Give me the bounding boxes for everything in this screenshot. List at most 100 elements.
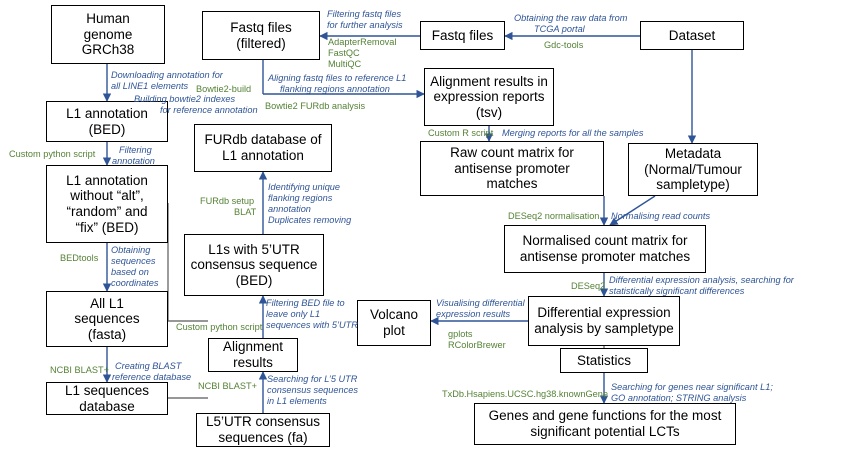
box-text: L1s with 5’UTR — [208, 241, 300, 257]
tool-text: NCBI BLAST+ — [50, 365, 109, 375]
tool-custom-python-2: Custom python script — [176, 322, 262, 333]
annotation-text: in L1 elements — [267, 395, 327, 406]
l1-sequences-db-box: L1 sequences database — [46, 382, 168, 415]
tool-text: Custom R script — [428, 128, 494, 138]
annotation-building-bowtie2: Building bowtie2 indexes for reference a… — [110, 94, 258, 116]
box-text: results — [233, 355, 273, 370]
annotation-text: Obtaining the raw data from — [514, 13, 628, 23]
annotation-text: Identifying unique — [268, 182, 341, 192]
tool-text: BLAT — [234, 206, 257, 217]
tool-text: BEDtools — [60, 253, 99, 263]
box-text: Normalised count matrix for — [522, 233, 688, 249]
annotation-text: Duplicates removing — [268, 214, 352, 225]
annotation-text: annotation — [268, 203, 311, 214]
box-text: (BED) — [88, 121, 126, 137]
genes-functions-box: Genes and gene functions for the most si… — [474, 403, 736, 445]
tool-text: Gdc-tools — [544, 40, 584, 50]
alignment-reports-box: Alignment results in expression reports … — [424, 68, 554, 126]
annotation-creating-blast: Creating BLAST reference database — [112, 361, 191, 383]
tool-text: Custom python script — [9, 149, 96, 159]
tool-text: AdapterRemoval — [328, 37, 397, 47]
box-text: Dataset — [668, 27, 716, 43]
box-text: FURdb database of — [204, 132, 322, 148]
annotation-text: Filtering fastq files — [327, 9, 402, 19]
box-text: Alignment results in — [430, 73, 548, 89]
annotation-text: Creating BLAST — [115, 361, 182, 371]
annotation-text: Differential expression analysis, search… — [609, 275, 794, 285]
box-text: Human — [86, 11, 130, 27]
box-text: (fasta) — [87, 326, 127, 342]
box-text: L1 annotation — [222, 148, 304, 163]
annotation-text: coordinates — [111, 277, 159, 288]
tool-bedtools: BEDtools — [60, 253, 98, 264]
box-text: antisense promoter — [454, 160, 570, 176]
box-text: plot — [383, 323, 405, 338]
box-text: antisense promoter matches — [519, 249, 691, 264]
annotation-text: Searching for genes near significant L1; — [611, 382, 773, 392]
normalised-matrix-box: Normalised count matrix for antisense pr… — [504, 225, 706, 273]
tool-ncbi-blast-2: NCBI BLAST+ — [198, 381, 257, 392]
box-text: sequences (fa) — [218, 430, 308, 445]
differential-expression-box: Differential expression analysis by samp… — [528, 296, 680, 346]
tool-custom-r: Custom R script — [428, 128, 493, 139]
fastq-filtered-box: Fastq files (filtered) — [202, 11, 320, 60]
annotation-text: Filtering — [119, 145, 152, 155]
annotation-text: based on — [111, 266, 149, 277]
tool-txdb: TxDb.Hsapiens.UCSC.hg38.knownGene — [442, 389, 608, 400]
box-text: sequences — [74, 311, 140, 327]
annotation-text: Merging reports for all the samples — [502, 128, 644, 138]
tool-ncbi-blast-1: NCBI BLAST+ — [50, 365, 109, 376]
tool-text: gplots — [448, 329, 473, 339]
box-text: “random” and — [66, 204, 148, 219]
box-text: Raw count matrix for — [450, 145, 574, 161]
arrow-metadata-to-normalised — [609, 195, 656, 226]
tool-deseq2: DESeq2 — [571, 281, 605, 292]
annotation-text: for reference annotation — [160, 104, 258, 115]
annotation-text: flanking regions — [268, 192, 333, 203]
l5utr-consensus-box: L5’UTR consensus sequences (fa) — [196, 413, 330, 447]
box-text: (Normal/Tumour — [644, 161, 742, 177]
line-sequences-to-l1s — [167, 203, 208, 322]
annotation-aligning-fastq: Aligning fastq files to reference L1 fla… — [268, 73, 406, 95]
tool-adapter-fastqc-multiqc: AdapterRemoval FastQC MultiQC — [328, 37, 396, 70]
tool-text: DESeq2 — [571, 281, 606, 291]
tool-text: MultiQC — [328, 58, 362, 69]
annotation-text: statistically significant differences — [609, 285, 745, 296]
tool-gplots: gplots RColorBrewer — [448, 329, 506, 351]
human-genome-box: Human genome GRCh38 — [51, 5, 165, 64]
annotation-text: consensus sequences — [267, 384, 358, 395]
annotation-text: TCGA portal — [534, 23, 585, 34]
annotation-obtaining-raw-data: Obtaining the raw data from TCGA portal — [514, 13, 627, 35]
box-text: Genes and gene functions for the most — [488, 408, 722, 424]
all-l1-sequences-box: All L1 sequences (fasta) — [46, 291, 168, 347]
box-text: Volcano — [369, 307, 419, 323]
tool-text: RColorBrewer — [448, 339, 506, 350]
l1-annotation-box: L1 annotation (BED) — [46, 101, 168, 142]
annotation-merging-reports: Merging reports for all the samples — [502, 128, 643, 139]
furdb-box: FURdb database of L1 annotation — [194, 124, 332, 172]
annotation-identifying-unique: Identifying unique flanking regions anno… — [268, 182, 351, 225]
annotation-text: expression results — [436, 308, 511, 319]
tool-text: DESeq2 normalisation — [508, 211, 600, 221]
annotation-filtering-annotation: Filtering annotation — [112, 145, 155, 167]
metadata-box: Metadata (Normal/Tumour sampletype) — [628, 143, 758, 196]
box-text: L5’UTR consensus — [205, 414, 321, 430]
dataset-box: Dataset — [640, 21, 744, 50]
annotation-text: sequences with 5’UTR — [266, 319, 358, 330]
annotation-normalising: Normalising read counts — [611, 211, 710, 222]
annotation-text: annotation — [112, 155, 155, 166]
tool-furdb-blat: FURdb setup BLAT — [200, 196, 256, 218]
annotation-differential-search: Differential expression analysis, search… — [609, 275, 794, 297]
annotation-searching-genes: Searching for genes near significant L1;… — [611, 382, 773, 404]
alignment-results-box: Alignment results — [208, 338, 298, 372]
box-text: L1 sequences — [64, 382, 150, 398]
volcano-plot-box: Volcano plot — [357, 300, 431, 346]
tool-text: NCBI BLAST+ — [198, 381, 257, 391]
annotation-obtaining-sequences: Obtaining sequences based on coordinates — [111, 245, 159, 288]
annotation-searching-l5utr: Searching for L’5 UTR consensus sequence… — [267, 374, 358, 407]
tool-text: Custom python script — [176, 322, 263, 332]
fastq-files-box: Fastq files — [420, 21, 505, 50]
box-text: (filtered) — [236, 35, 286, 51]
box-text: Fastq files — [230, 19, 292, 35]
